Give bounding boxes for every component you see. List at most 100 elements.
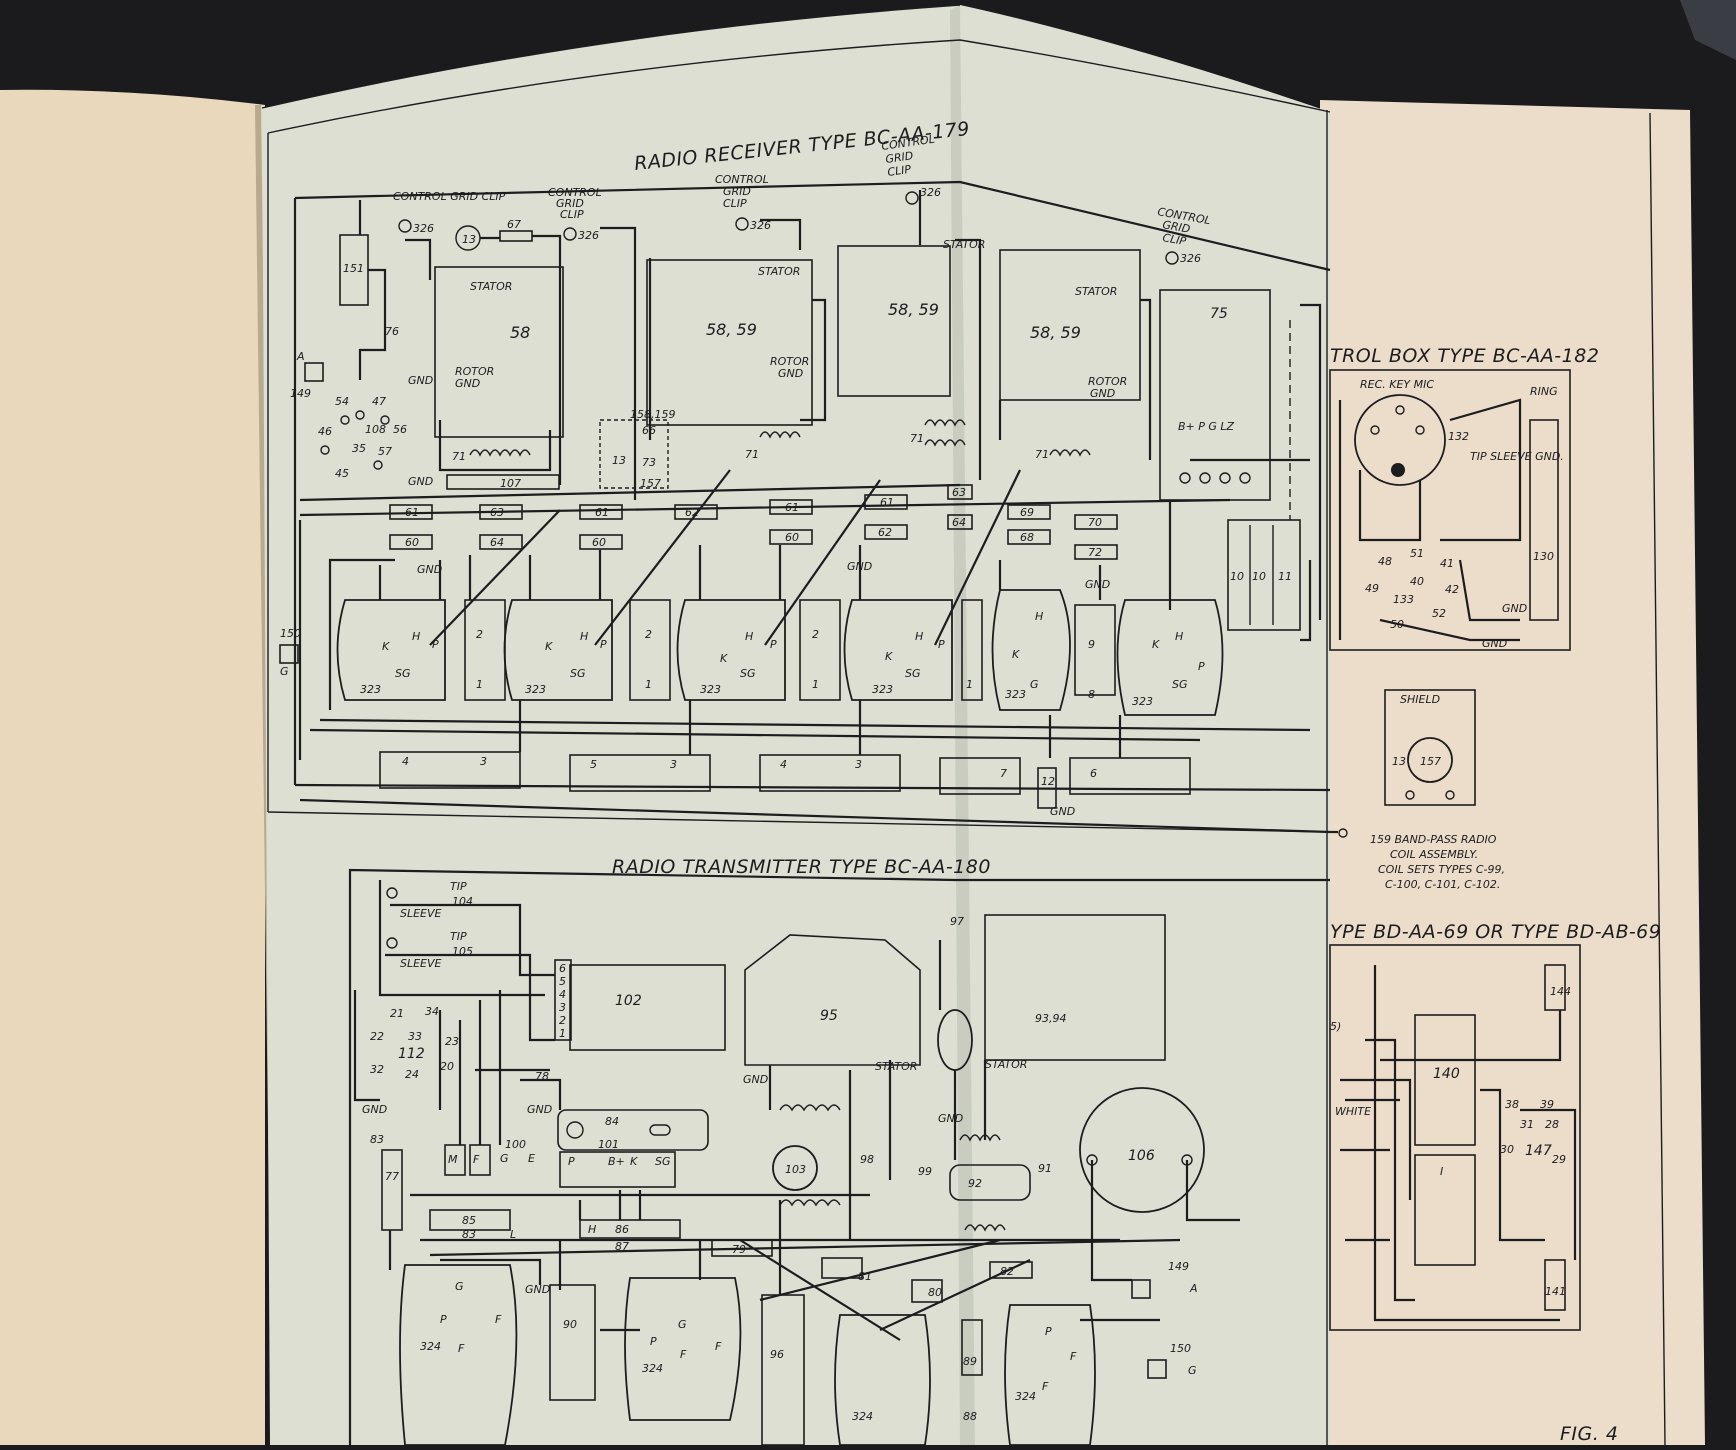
svg-text:2: 2: [645, 628, 652, 641]
svg-text:64: 64: [490, 536, 504, 549]
svg-text:62: 62: [878, 526, 892, 539]
svg-text:72: 72: [1088, 546, 1102, 559]
svg-text:GND: GND: [1090, 387, 1115, 400]
svg-text:GRID: GRID: [885, 149, 914, 166]
terminal-149: A 149: [290, 350, 324, 400]
foldout-page-right: [1320, 100, 1705, 1445]
svg-text:326: 326: [578, 229, 599, 242]
svg-text:4: 4: [559, 988, 566, 1001]
svg-text:GND: GND: [1502, 602, 1527, 615]
svg-text:GND: GND: [743, 1073, 768, 1086]
svg-text:133: 133: [1393, 593, 1414, 606]
svg-text:88: 88: [963, 1410, 977, 1423]
svg-text:H: H: [588, 1223, 596, 1236]
svg-text:31: 31: [1520, 1118, 1534, 1131]
terminal-150: 150 G: [279, 627, 301, 678]
svg-text:32: 32: [370, 1063, 384, 1076]
svg-text:21: 21: [390, 1007, 404, 1020]
svg-text:132: 132: [1448, 430, 1469, 443]
svg-text:1: 1: [476, 678, 483, 691]
svg-text:6: 6: [1090, 767, 1097, 780]
svg-text:A: A: [1189, 1282, 1198, 1295]
svg-text:1: 1: [559, 1027, 566, 1040]
svg-text:1: 1: [966, 678, 973, 691]
transmitter-wiring: [353, 880, 1240, 1341]
svg-text:11: 11: [1278, 570, 1292, 583]
tube-socket-323-4: 323 K SG H P 1: [843, 599, 983, 701]
svg-text:CLIP: CLIP: [560, 208, 584, 221]
terminals-149-150-tx: 149 A 150 G: [1131, 1260, 1198, 1379]
relay-10-10-11: 10 10 11: [1227, 519, 1301, 631]
svg-text:75: 75: [1210, 306, 1228, 322]
svg-text:106: 106: [1128, 1148, 1155, 1164]
bd-panel-components: 140 I 144 141 38 39 31 28 30 147 29 5) W…: [1330, 964, 1571, 1311]
control-grid-clip-2: CONTROL GRID CLIP 326: [548, 186, 602, 242]
component-100-101: M F 100 G E 101 P B+ K SG: [444, 1138, 676, 1188]
svg-text:30: 30: [1500, 1143, 1514, 1156]
svg-text:107: 107: [500, 477, 521, 490]
svg-text:91: 91: [1038, 1162, 1052, 1175]
resistors-85-83-86-87: 85 83 L H 86 87 79 81 80 82: [429, 1209, 1033, 1303]
svg-text:20: 20: [440, 1060, 454, 1073]
svg-text:WHITE: WHITE: [1335, 1105, 1371, 1118]
control-grid-clip-5: CONTROL GRID CLIP 326: [1156, 205, 1211, 265]
svg-text:STATOR: STATOR: [1075, 285, 1117, 298]
svg-text:157: 157: [1420, 755, 1441, 768]
svg-text:3: 3: [855, 758, 862, 771]
svg-text:86: 86: [615, 1223, 629, 1236]
svg-text:147: 147: [1525, 1143, 1552, 1159]
svg-text:3: 3: [559, 1001, 566, 1014]
svg-text:58, 59: 58, 59: [706, 320, 757, 339]
svg-text:K: K: [720, 652, 728, 665]
svg-text:5: 5: [590, 758, 597, 771]
svg-text:323: 323: [1005, 688, 1026, 701]
svg-text:13: 13: [462, 233, 476, 246]
svg-text:SG: SG: [740, 667, 756, 680]
svg-text:E: E: [528, 1152, 535, 1165]
coil-71-a: 71: [452, 449, 531, 463]
svg-text:P: P: [650, 1335, 657, 1348]
band-pass-coil-159: SHIELD 157 13: [1384, 689, 1476, 806]
svg-text:92: 92: [968, 1177, 982, 1190]
svg-text:C-100, C-101, C-102.: C-100, C-101, C-102.: [1385, 878, 1500, 891]
control-box-title: TROL BOX TYPE BC-AA-182: [1330, 345, 1599, 367]
svg-text:64: 64: [952, 516, 966, 529]
svg-text:34: 34: [425, 1005, 439, 1018]
svg-text:323: 323: [360, 683, 381, 696]
svg-text:GND: GND: [408, 475, 433, 488]
svg-text:108: 108: [365, 423, 386, 436]
svg-text:23: 23: [445, 1035, 459, 1048]
svg-text:COIL SETS TYPES C-99,: COIL SETS TYPES C-99,: [1378, 863, 1505, 876]
svg-text:H: H: [745, 630, 753, 643]
svg-text:4: 4: [780, 758, 787, 771]
svg-text:102: 102: [615, 993, 642, 1009]
svg-text:93,94: 93,94: [1035, 1012, 1067, 1025]
bd-panel-wiring: [1340, 965, 1577, 1322]
svg-text:TIP: TIP: [450, 930, 467, 943]
svg-text:GND: GND: [1050, 805, 1075, 818]
svg-text:SHIELD: SHIELD: [1400, 693, 1440, 706]
svg-text:54: 54: [335, 395, 349, 408]
svg-text:46: 46: [318, 425, 332, 438]
svg-text:CONTROL: CONTROL: [715, 173, 769, 186]
svg-text:8: 8: [1088, 688, 1095, 701]
svg-text:323: 323: [1132, 695, 1153, 708]
svg-text:28: 28: [1545, 1118, 1559, 1131]
svg-text:42: 42: [1445, 583, 1459, 596]
svg-text:56: 56: [393, 423, 407, 436]
svg-text:60: 60: [592, 536, 606, 549]
tube-socket-323-2: 323 K SG H P 2 1: [503, 599, 671, 701]
svg-text:45: 45: [335, 467, 349, 480]
control-grid-clip-1: CONTROL GRID CLIP 326: [393, 190, 506, 235]
svg-text:P: P: [938, 638, 945, 651]
coil-caption: 159 BAND-PASS RADIO COIL ASSEMBLY. COIL …: [1370, 833, 1505, 891]
svg-text:90: 90: [563, 1318, 577, 1331]
svg-text:35: 35: [352, 442, 366, 455]
svg-text:K: K: [885, 650, 893, 663]
transmitter-frame: [348, 868, 1330, 1445]
svg-text:K: K: [382, 640, 390, 653]
svg-text:58, 59: 58, 59: [888, 300, 939, 319]
svg-text:SLEEVE: SLEEVE: [400, 957, 442, 970]
svg-text:SG: SG: [905, 667, 921, 680]
svg-text:3: 3: [480, 755, 487, 768]
